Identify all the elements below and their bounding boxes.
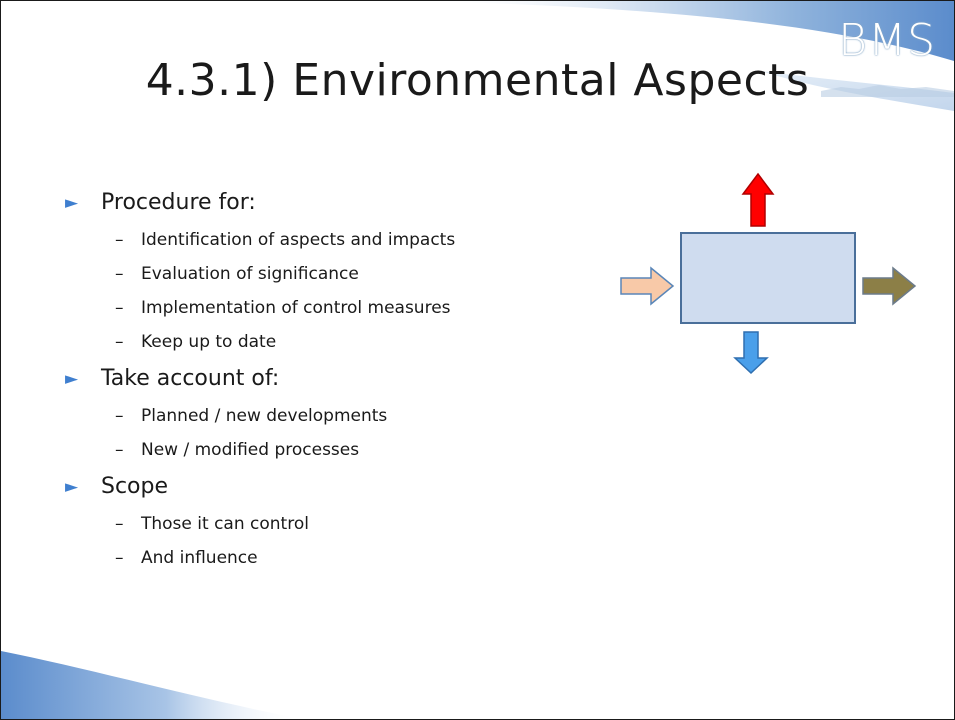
- bullet-label: Procedure for:: [101, 190, 256, 215]
- dash-icon: –: [115, 264, 124, 284]
- sub-bullet-text: Keep up to date: [141, 332, 277, 352]
- bms-logo: BMS: [838, 15, 936, 66]
- arrow-up-icon: [741, 172, 775, 227]
- sub-bullet: –Those it can control: [63, 507, 603, 541]
- sub-bullet: –Evaluation of significance: [63, 257, 603, 291]
- dash-icon: –: [115, 230, 124, 250]
- arrow-down-icon: [733, 331, 769, 375]
- bullet-label: Scope: [101, 474, 169, 499]
- dash-icon: –: [115, 332, 124, 352]
- sub-bullet-text: Evaluation of significance: [141, 264, 359, 284]
- dash-icon: –: [115, 440, 124, 460]
- bullet-label: Take account of:: [101, 366, 280, 391]
- sub-bullet-text: Identification of aspects and impacts: [141, 230, 456, 250]
- arrow-in-icon: [620, 266, 675, 306]
- sub-bullet: –Keep up to date: [63, 325, 603, 359]
- bullet-list: ► Procedure for: –Identification of aspe…: [63, 183, 603, 575]
- process-diagram: [620, 172, 917, 375]
- dash-icon: –: [115, 548, 124, 568]
- dash-icon: –: [115, 514, 124, 534]
- triangle-right-icon: ►: [65, 369, 79, 389]
- sub-bullet-text: Implementation of control measures: [141, 298, 451, 318]
- dash-icon: –: [115, 406, 124, 426]
- bottom-swoosh-decoration: [1, 651, 301, 719]
- sub-bullet: –Identification of aspects and impacts: [63, 223, 603, 257]
- triangle-right-icon: ►: [65, 477, 79, 497]
- sub-bullet-text: Planned / new developments: [141, 406, 388, 426]
- top-swoosh-decoration: [421, 1, 954, 111]
- sub-bullet-text: New / modified processes: [141, 440, 360, 460]
- sub-bullet: –Implementation of control measures: [63, 291, 603, 325]
- sub-bullet-text: Those it can control: [141, 514, 309, 534]
- process-box: [680, 232, 856, 324]
- sub-bullet: –And influence: [63, 541, 603, 575]
- sub-bullet-text: And influence: [141, 548, 258, 568]
- slide-title: 4.3.1) Environmental Aspects: [145, 55, 810, 106]
- sub-bullet: –Planned / new developments: [63, 399, 603, 433]
- bullet-scope: ► Scope: [63, 467, 603, 507]
- arrow-out-icon: [862, 266, 917, 306]
- triangle-right-icon: ►: [65, 193, 79, 213]
- dash-icon: –: [115, 298, 124, 318]
- bullet-take-account: ► Take account of:: [63, 359, 603, 399]
- sub-bullet: –New / modified processes: [63, 433, 603, 467]
- bullet-procedure: ► Procedure for:: [63, 183, 603, 223]
